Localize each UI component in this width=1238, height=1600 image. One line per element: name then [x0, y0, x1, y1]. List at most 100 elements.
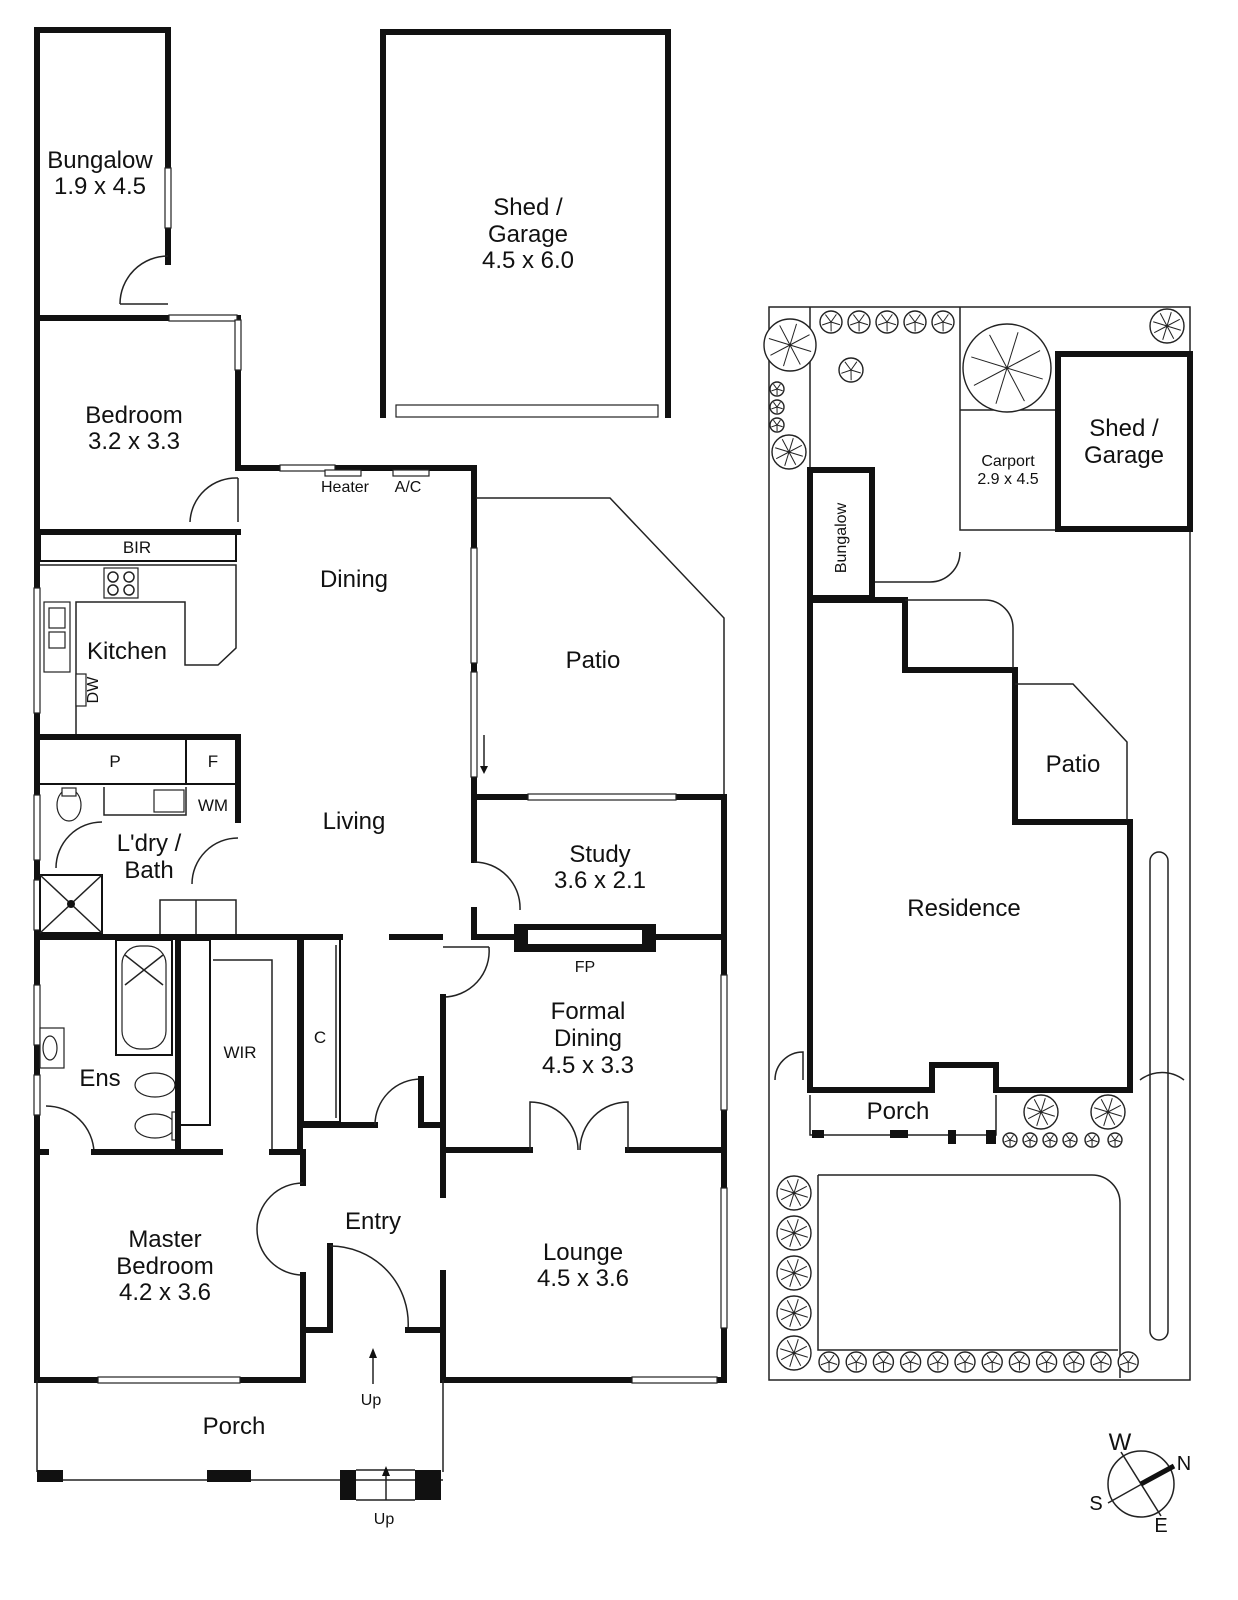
laundry-door [191, 837, 239, 885]
master-size: 4.2 x 3.6 [119, 1279, 211, 1306]
porch-post-1 [37, 1470, 63, 1482]
tree [903, 310, 927, 334]
laundry-label-2: Bath [124, 857, 173, 884]
kitchen-label: Kitchen [87, 638, 167, 665]
site-boundary [768, 306, 1191, 1381]
fridge-label: F [208, 752, 218, 771]
dw-label: DW [85, 676, 102, 704]
west-exterior-wall [34, 315, 333, 1383]
site-path [905, 599, 1014, 668]
tree [1022, 1132, 1038, 1148]
compass-north: N [1177, 1453, 1191, 1475]
site-gate-right [1139, 1071, 1185, 1081]
site-residence-label: Residence [907, 895, 1020, 922]
wir-label: WIR [223, 1043, 256, 1062]
bungalow-label: Bungalow [47, 147, 153, 174]
tree [1084, 1132, 1100, 1148]
study-window [527, 793, 677, 801]
porch-outline [36, 1380, 444, 1472]
site-patio [1015, 683, 1128, 820]
wir-shelf-1 [179, 939, 211, 1126]
lounge-label: Lounge [543, 1239, 623, 1266]
master-door-b [256, 1228, 304, 1276]
cupboard-label: C [314, 1028, 326, 1047]
site-porch-label: Porch [867, 1098, 930, 1125]
study-size: 3.6 x 2.1 [554, 867, 646, 894]
formal-dining-window [720, 974, 728, 1111]
bir-label: BIR [123, 538, 151, 557]
master-label-2: Bedroom [116, 1253, 213, 1280]
ensuite-toilet-1 [134, 1072, 176, 1098]
site-residence [807, 597, 1133, 1093]
laundry-label-1: L'dry / [117, 830, 182, 857]
compass-north-arrow [1139, 1463, 1176, 1487]
north-exterior-wall [34, 315, 477, 803]
formal-dining-size: 4.5 x 3.3 [542, 1052, 634, 1079]
site-carport-label: Carport [981, 453, 1035, 470]
master-bedroom-window [97, 1376, 241, 1384]
master-door-a [256, 1182, 304, 1230]
pantry-label: P [109, 752, 120, 771]
ac-unit [392, 469, 430, 477]
tree [769, 417, 785, 433]
tree [1023, 1094, 1059, 1130]
study-door [473, 861, 521, 911]
room-labels: Bungalow 1.9 x 4.5 Shed / Garage 4.5 x 6… [47, 147, 646, 1528]
tree [1063, 1351, 1085, 1373]
entry-label: Entry [345, 1208, 401, 1235]
bungalow-size: 1.9 x 4.5 [54, 173, 146, 200]
wir-shelf-2 [213, 959, 273, 1150]
sliding-door-arrowhead [480, 766, 488, 774]
tree [1149, 308, 1185, 344]
shed-size: 4.5 x 6.0 [482, 247, 574, 274]
shower [39, 874, 103, 934]
patio-label: Patio [566, 647, 621, 674]
tree [931, 310, 955, 334]
tree [899, 1351, 922, 1373]
tree [981, 1351, 1003, 1373]
master-label-1: Master [128, 1226, 201, 1253]
entry-door-hall [374, 1078, 422, 1126]
ensuite-door [45, 1105, 95, 1153]
site-carport-size: 2.9 x 4.5 [977, 471, 1038, 488]
compass-west: W [1109, 1429, 1132, 1456]
study-label: Study [569, 841, 630, 868]
shed-label-2: Garage [488, 221, 568, 248]
site-gate-left [774, 1051, 804, 1081]
compass-east: E [1154, 1515, 1167, 1537]
lounge-window-side [720, 1187, 728, 1329]
porch-post-2 [207, 1470, 251, 1482]
laundry-inner-door [55, 821, 103, 869]
tree [1042, 1132, 1058, 1148]
site-bungalow-label: Bungalow [833, 502, 850, 573]
kitchen-window [33, 587, 41, 714]
tree [1062, 1132, 1078, 1148]
tree [1090, 1351, 1112, 1373]
tree [927, 1351, 949, 1373]
ac-label: A/C [395, 479, 422, 496]
up-label-1: Up [361, 1392, 382, 1409]
fp-label: FP [575, 959, 595, 976]
main-floor-plan [33, 27, 728, 1501]
patio-window-2 [470, 671, 478, 778]
porch-post-4 [415, 1470, 441, 1500]
site-shed-label-1: Shed / [1089, 415, 1159, 442]
tree [1035, 1351, 1058, 1373]
tree [819, 310, 843, 334]
formal-dining-door [442, 946, 490, 998]
bedroom-window-side [234, 319, 242, 371]
tree [954, 1351, 976, 1373]
ensuite-window-1 [33, 984, 41, 1046]
site-trees [763, 308, 1185, 1373]
bedroom-window-top [168, 314, 238, 322]
kitchen-bench [40, 564, 237, 735]
dining-label: Dining [320, 566, 388, 593]
wm-label: WM [198, 796, 228, 815]
site-patio-label: Patio [1046, 751, 1101, 778]
tree [847, 310, 871, 334]
tree [875, 310, 899, 334]
bir-cabinet [39, 532, 237, 562]
dining-window [279, 464, 336, 472]
site-front-lawn [817, 1174, 1121, 1378]
